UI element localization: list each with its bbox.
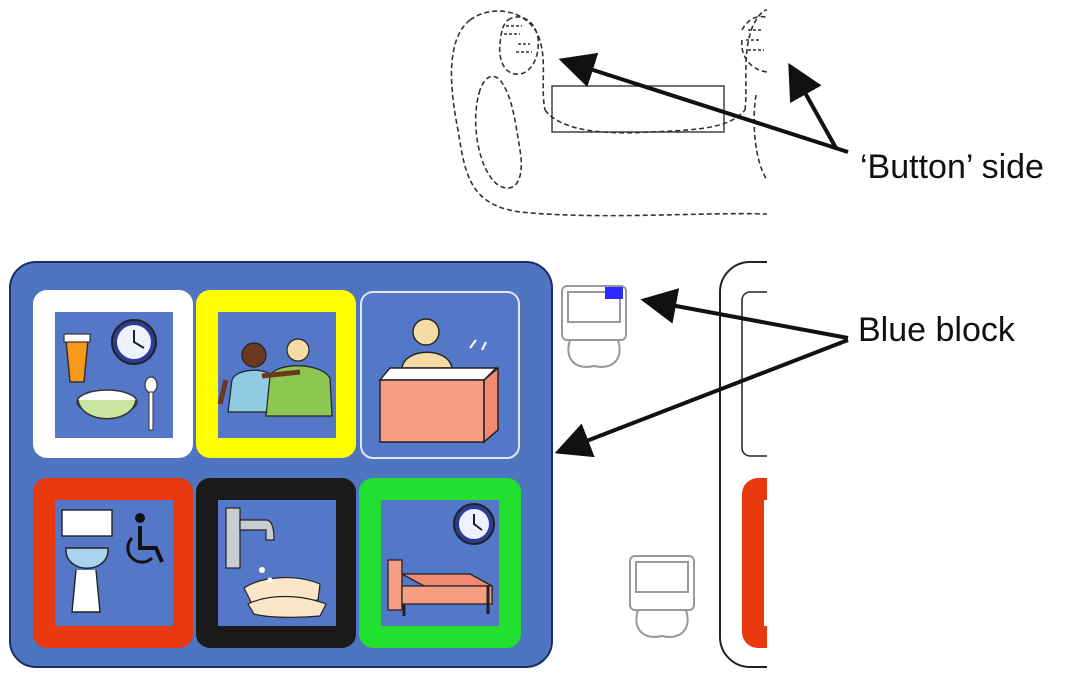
arrow-blue-block-thumbnail bbox=[640, 288, 849, 340]
carer-and-person-icon bbox=[217, 338, 333, 417]
callout-arrows bbox=[554, 52, 849, 458]
food-and-drink-time-icon bbox=[63, 319, 158, 431]
device-screen-outline bbox=[551, 85, 725, 133]
bedtime-icon bbox=[387, 503, 495, 616]
device-thumbnail-lower bbox=[629, 555, 695, 638]
tile-bath[interactable] bbox=[360, 291, 520, 459]
callout-button-side: ‘Button’ side bbox=[860, 148, 1044, 186]
toilet-accessible-icon bbox=[61, 509, 164, 613]
wash-hands-icon bbox=[225, 507, 327, 618]
arrow-button-side-right bbox=[788, 62, 838, 149]
callout-blue-block: Blue block bbox=[858, 311, 1015, 349]
device-thumbnail-blue-block bbox=[561, 285, 627, 368]
arrow-button-side-left bbox=[558, 52, 849, 154]
tile-carer-and-person[interactable] bbox=[196, 290, 356, 458]
arrow-blue-block-board bbox=[554, 338, 849, 458]
right-board-partial bbox=[719, 261, 767, 668]
tile-wash-hands[interactable] bbox=[196, 478, 356, 648]
bath-icon bbox=[378, 318, 499, 444]
tile-food-and-drink-time[interactable] bbox=[33, 290, 193, 458]
tile-bedtime[interactable] bbox=[359, 478, 521, 648]
device-top-view-outline bbox=[450, 9, 767, 217]
tile-toilet-accessible[interactable] bbox=[33, 478, 193, 648]
right-white-margin bbox=[767, 0, 1079, 672]
